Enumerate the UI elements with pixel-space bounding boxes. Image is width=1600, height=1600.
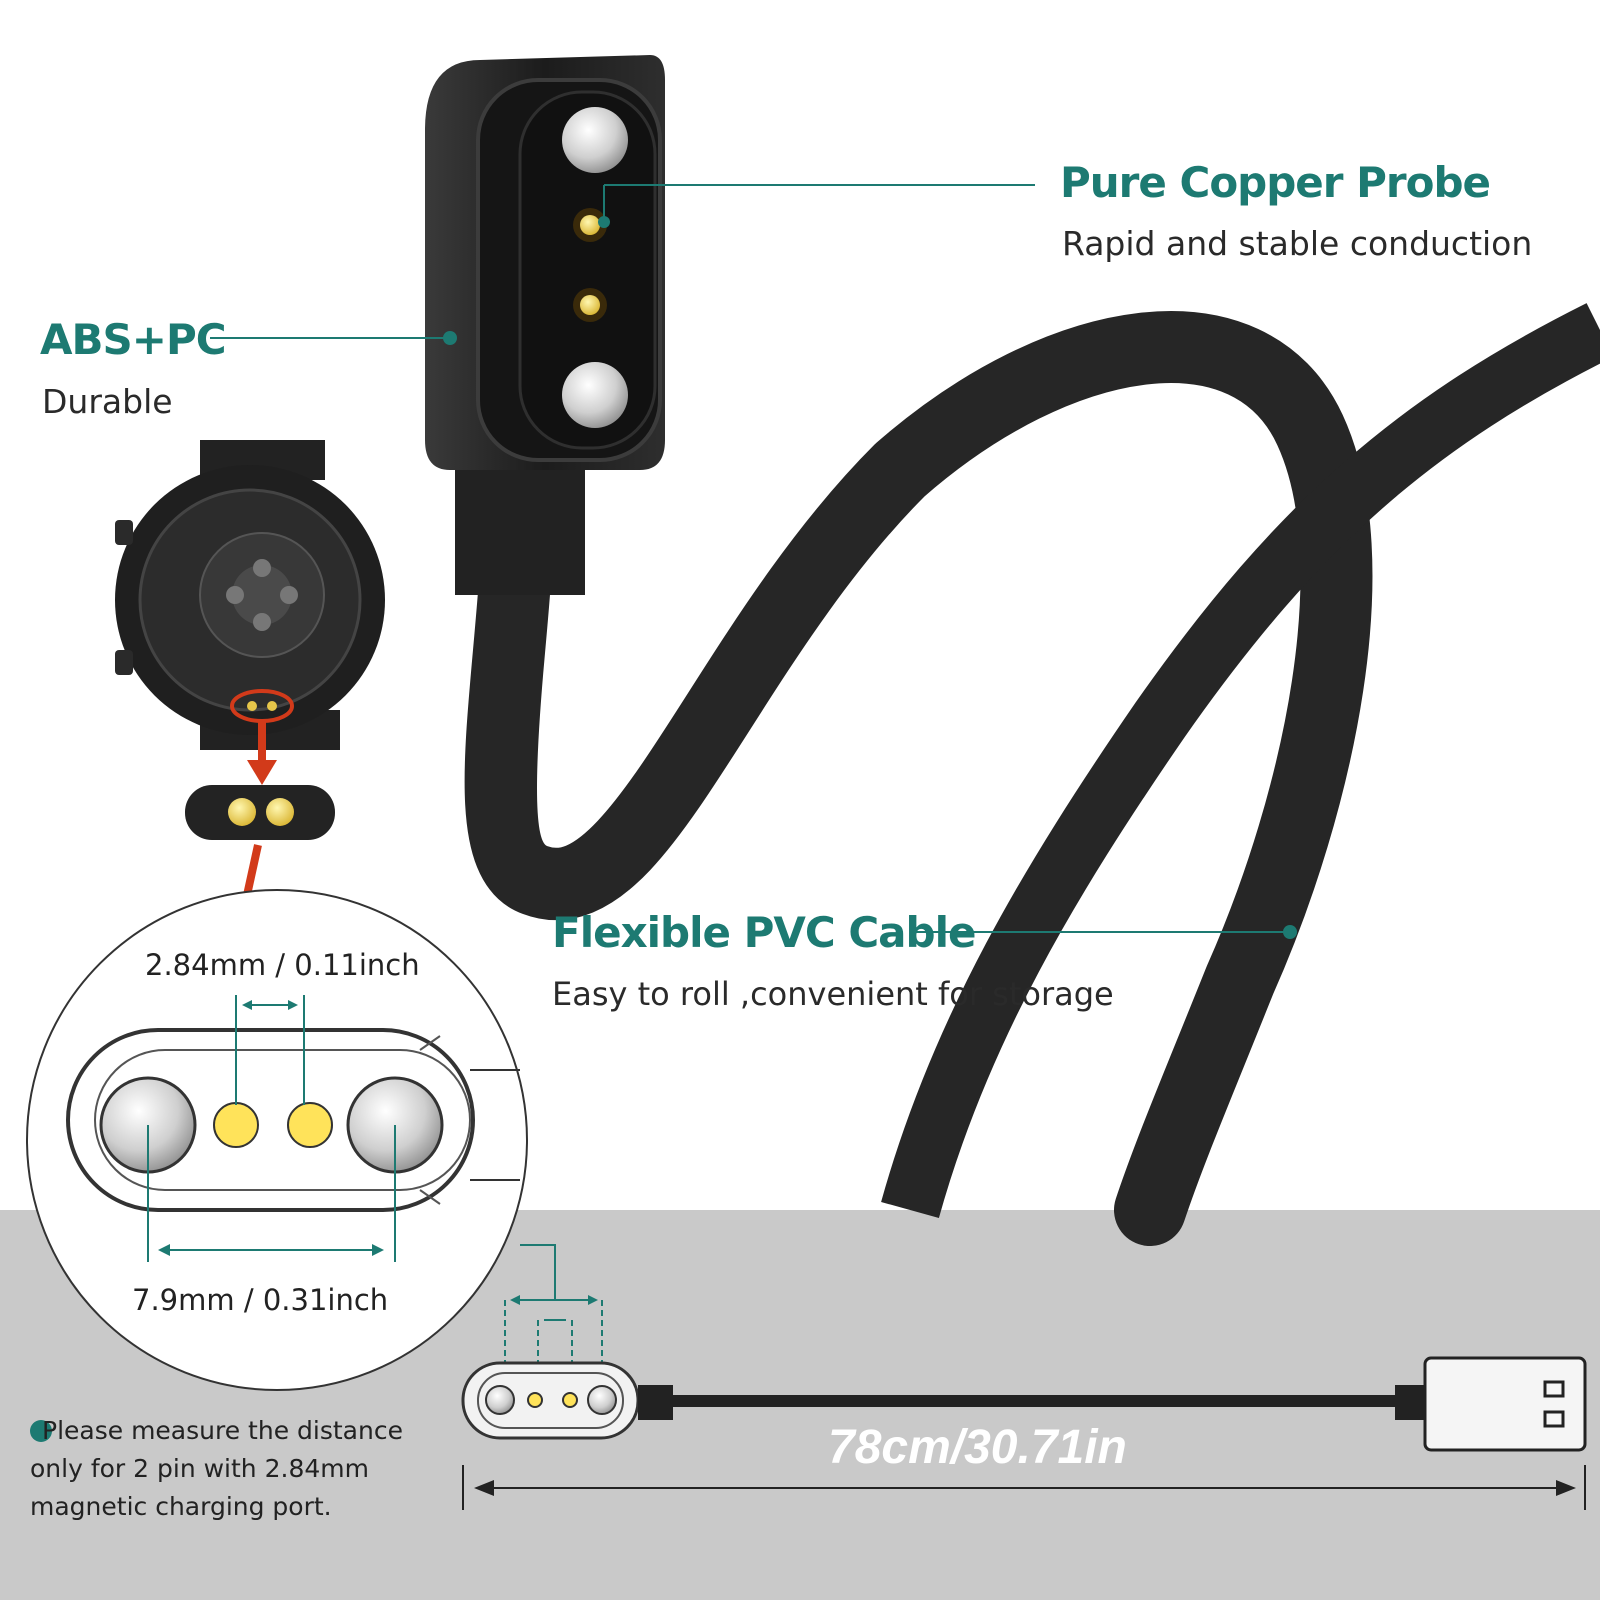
copper-probe-title: Pure Copper Probe — [1060, 158, 1491, 207]
cable-length-label: 78cm/30.71in — [828, 1421, 1127, 1474]
watch-back — [115, 440, 385, 750]
bottom-diagram — [461, 1244, 1587, 1510]
connector-head — [425, 55, 665, 595]
pin-spacing-label: 2.84mm / 0.11inch — [145, 948, 420, 982]
small-connector — [185, 785, 335, 840]
pvc-cable-title: Flexible PVC Cable — [552, 908, 976, 957]
measure-note-text: Please measure the distance only for 2 p… — [30, 1416, 403, 1521]
abs-pc-subtitle: Durable — [42, 382, 173, 421]
measure-note: Please measure the distance only for 2 p… — [30, 1412, 460, 1526]
magnet-spacing-label: 7.9mm / 0.31inch — [132, 1283, 389, 1317]
pvc-cable-subtitle: Easy to roll ,convenient for storage — [552, 975, 1114, 1013]
leader-lines — [210, 184, 1297, 939]
cable — [464, 303, 1600, 1246]
copper-probe-subtitle: Rapid and stable conduction — [1062, 224, 1533, 263]
abs-pc-title: ABS+PC — [40, 315, 227, 364]
note-bullet-icon — [30, 1420, 52, 1442]
magnified-circle — [26, 889, 528, 1391]
